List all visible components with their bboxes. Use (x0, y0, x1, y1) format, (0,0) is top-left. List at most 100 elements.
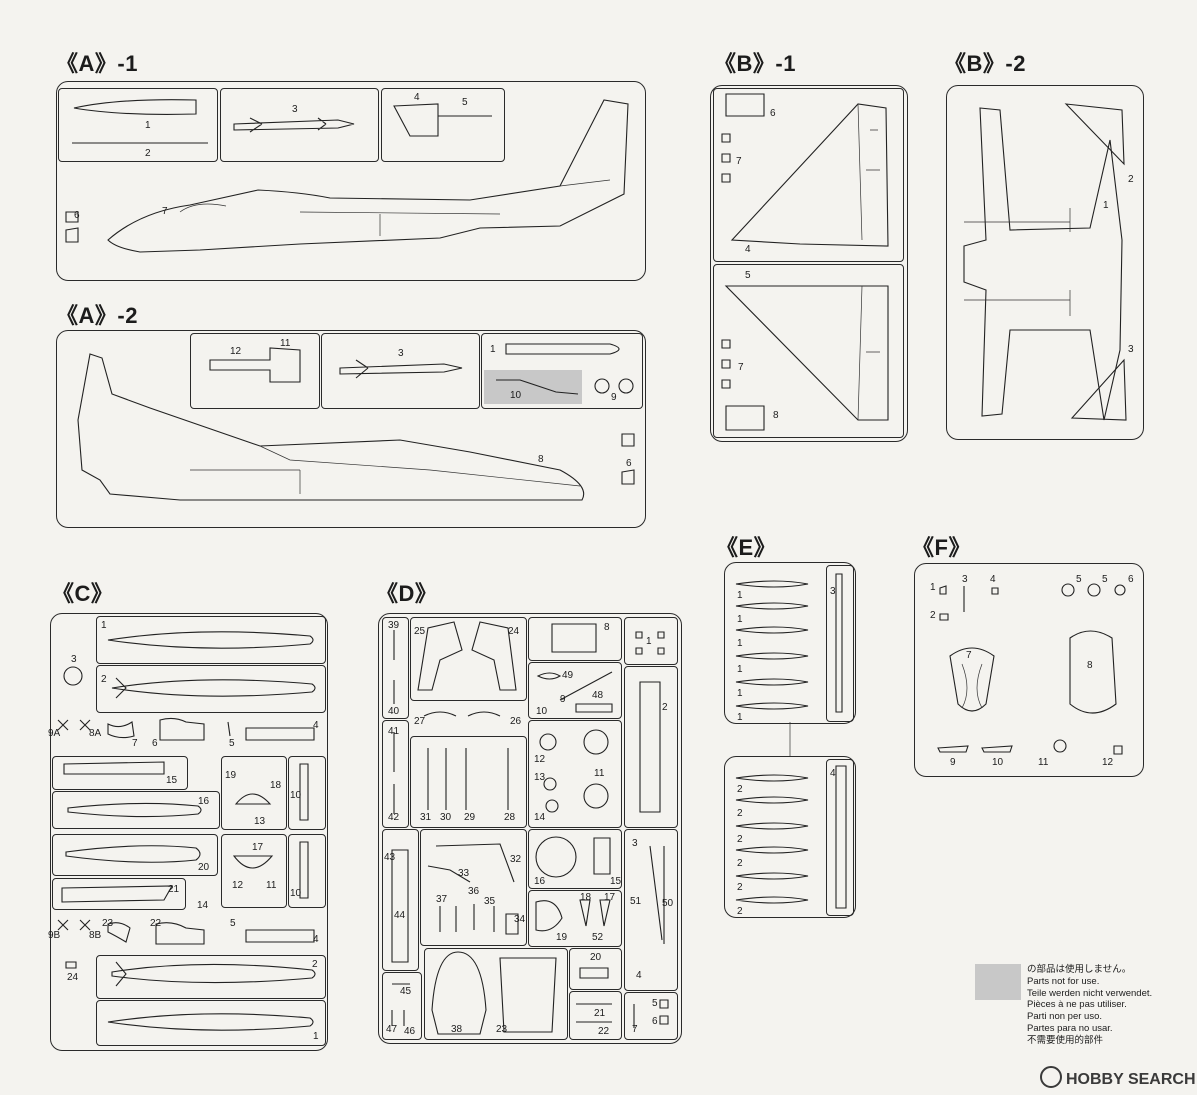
b2-num-3: 3 (1128, 344, 1134, 355)
b2-part-3-fin (1070, 358, 1127, 421)
d-num-25: 25 (414, 626, 426, 637)
c-part-24 (65, 961, 77, 969)
c-part-22-pilot (155, 922, 205, 945)
d-part-15 (593, 837, 611, 875)
c-num-6: 6 (152, 738, 158, 749)
runner-a2-frame (56, 330, 646, 528)
f-part-12 (1113, 745, 1123, 755)
d-num-24: 24 (508, 626, 520, 637)
d-num-23: 23 (496, 1024, 508, 1035)
legend-line: Parts not for use. (1027, 975, 1100, 987)
c-part-20 (65, 845, 201, 863)
d-num-49: 49 (562, 670, 574, 681)
c-part-3-ring (63, 666, 83, 686)
c-part-7 (107, 721, 135, 739)
c-num-23: 23 (102, 918, 114, 929)
section-title-a2: 《A》-2 (56, 303, 138, 328)
d-num-45: 45 (400, 986, 412, 997)
f-num-1: 1 (930, 582, 936, 593)
c-num-15: 15 (166, 775, 178, 786)
f-part-5a (1061, 583, 1075, 597)
d-num-2: 2 (662, 702, 668, 713)
d-part-9 (559, 671, 613, 701)
c-part-13 (234, 793, 272, 805)
c-part-10a (299, 763, 309, 821)
c-part-1b-fuselage (107, 1013, 314, 1031)
d-num-16: 16 (534, 876, 546, 887)
f-num-7: 7 (966, 650, 972, 661)
runner-d-frame (378, 613, 682, 1044)
c-num-22: 22 (150, 918, 162, 929)
runner-b2-frame (946, 85, 1144, 440)
runner-c-cell-1 (96, 616, 326, 664)
watermark-text: HOBBY SEARCH (1066, 1071, 1196, 1088)
d-num-1: 1 (646, 636, 652, 647)
c-num-19: 19 (225, 770, 237, 781)
d-num-33: 33 (458, 868, 470, 879)
d-part-48 (575, 703, 613, 713)
b1-part-4-wing-upper (730, 103, 889, 247)
runner-a2-cell-11-12 (190, 333, 320, 409)
runner-e-cell-4 (826, 759, 854, 916)
runner-d-cell-24-25 (410, 617, 527, 701)
a1-num-1: 1 (145, 120, 151, 131)
a1-num-6: 6 (74, 210, 80, 221)
runner-b1-frame (710, 85, 908, 442)
d-num-34: 34 (514, 914, 526, 925)
e-num-2c: 2 (737, 834, 743, 845)
d-num-5: 5 (652, 998, 658, 1009)
f-part-11 (1053, 739, 1067, 753)
c-num-8a: 8A (89, 728, 102, 739)
d-part-23 (499, 957, 557, 1033)
b1-part-6 (725, 93, 765, 117)
legend-line: Partes para no usar. (1027, 1022, 1113, 1034)
f-part-2 (939, 613, 949, 621)
d-num-6: 6 (652, 1016, 658, 1027)
c-part-8b-9b (57, 919, 91, 931)
c-num-8b: 8B (89, 930, 102, 941)
runner-c-cell-13 (221, 756, 287, 830)
legend-swatch (975, 964, 1021, 1000)
d-num-18: 18 (580, 892, 592, 903)
c-num-4: 4 (313, 720, 319, 731)
a2-part-9a (594, 378, 610, 394)
runner-c-frame (50, 613, 328, 1051)
d-num-13: 13 (534, 772, 546, 783)
d-num-50: 50 (662, 898, 674, 909)
c-part-4b (245, 929, 315, 943)
c-part-21 (61, 885, 173, 903)
runner-a2-cell-1-9-10 (481, 333, 643, 409)
d-num-26: 26 (510, 716, 522, 727)
c-num-24: 24 (67, 972, 79, 983)
c-num-12: 12 (232, 880, 244, 891)
runner-d-cell-21-22 (569, 991, 622, 1040)
d-part-20 (579, 967, 609, 979)
runner-d-cell-39-40 (382, 617, 409, 719)
b1-num-7-lower: 7 (738, 362, 744, 373)
e-num-2f: 2 (737, 906, 743, 917)
runner-c-cell-10b (288, 834, 326, 908)
d-num-12: 12 (534, 754, 546, 765)
d-num-17: 17 (604, 892, 616, 903)
a1-part-3-missile (233, 117, 355, 133)
d-num-11: 11 (594, 768, 605, 779)
runner-d-cell-3-50 (624, 829, 678, 991)
runner-d-cell-20 (569, 948, 622, 990)
f-part-8-canopy (1069, 630, 1117, 714)
runner-c-cell-2 (96, 665, 326, 713)
c-num-13: 13 (254, 816, 266, 827)
c-part-6-pilot (159, 717, 205, 741)
runner-c-cell-17 (221, 834, 287, 908)
d-num-37: 37 (436, 894, 448, 905)
b2-part-2-fin (1064, 103, 1125, 166)
c-num-10b: 10 (290, 888, 302, 899)
d-num-35: 35 (484, 896, 496, 907)
a2-num-11: 11 (280, 338, 291, 349)
d-part-11-wheel-b (583, 783, 609, 809)
